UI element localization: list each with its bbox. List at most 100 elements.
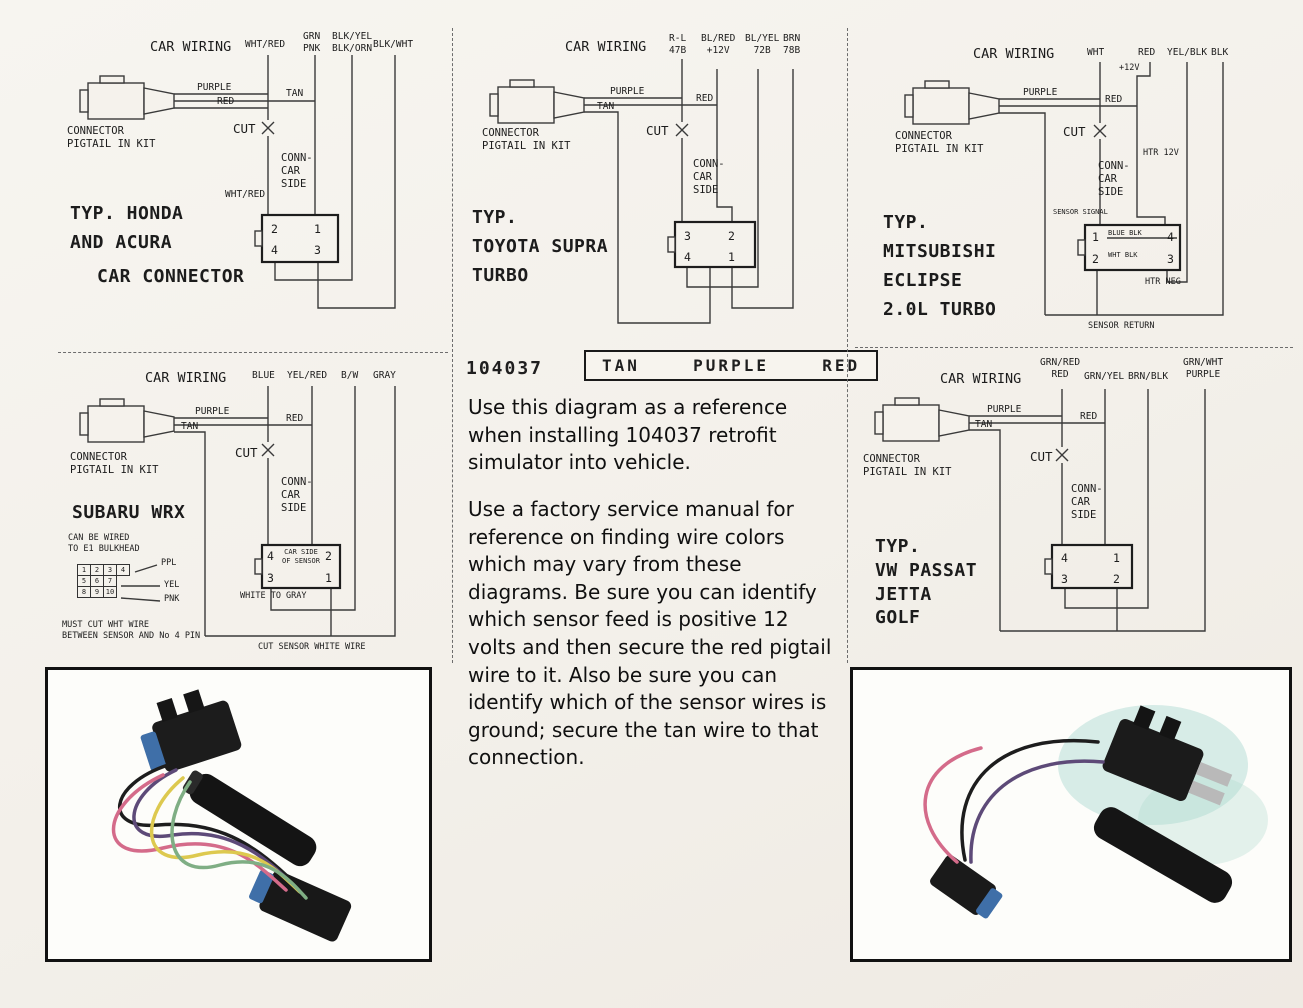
wire-label: WHT <box>1087 47 1105 58</box>
pin-caption: CAR SIDE OF SENSOR <box>282 548 320 565</box>
car-wiring-label: CAR WIRING <box>973 46 1055 62</box>
simulator-body <box>1093 807 1233 903</box>
tan-wire-label: TAN <box>286 88 304 99</box>
conn-side-label: CONN- CAR SIDE <box>1098 160 1130 199</box>
instruction-paragraph-2: Use a factory service manual for referen… <box>468 497 832 770</box>
pigtail-plug <box>930 855 1003 919</box>
diagram-subaru-wrx: CAR WIRING BLUE YEL/RED B/W GRAY PURPLE … <box>55 360 445 660</box>
harness-photo-left-frame <box>45 667 432 962</box>
car-wires <box>1000 389 1206 632</box>
grid-pin: 8 <box>77 586 91 598</box>
pin-number: 2 <box>728 229 735 243</box>
purple-wire-label: PURPLE <box>197 82 232 93</box>
wire-label: WHT/RED <box>245 39 286 50</box>
diagram-title: TYP. VW PASSAT JETTA GOLF <box>875 536 978 629</box>
pin-number: 2 <box>271 222 278 236</box>
pin-number: 3 <box>314 243 321 257</box>
wire-label: GRN PNK <box>303 31 321 54</box>
diagram-honda-acura: CAR WIRING WHT/RED GRN PNK BLK/YEL BLK/O… <box>55 25 445 350</box>
harness-wires <box>111 763 308 900</box>
pin-number: 1 <box>1092 230 1099 244</box>
pin-number: 3 <box>684 229 691 243</box>
pigtail-connector <box>489 79 585 124</box>
diagram-caption: CAR CONNECTOR <box>97 266 245 287</box>
tan-wire-label: TAN <box>975 419 993 430</box>
car-wires <box>681 59 794 309</box>
bulkhead-pin-grid: 1 2 3 4 5 6 7 8 9 10 <box>77 564 130 598</box>
wire-label: GRN/RED RED <box>1040 357 1081 380</box>
wire-label: BRN 78B <box>783 33 801 56</box>
car-wiring-label: CAR WIRING <box>150 39 232 55</box>
conn-side-label: CONN- CAR SIDE <box>281 152 313 191</box>
pin-number: 4 <box>1167 230 1174 244</box>
sensor-connector <box>140 689 242 772</box>
wire-label: RED <box>1138 47 1156 58</box>
pigtail-wires <box>584 97 717 324</box>
pin-number: 4 <box>267 549 274 563</box>
grid-pin: 4 <box>116 564 130 576</box>
tan-wire-label: TAN <box>597 101 615 112</box>
wire-label: R-L 47B <box>669 33 687 56</box>
sensor-return-label: SENSOR RETURN <box>1088 321 1155 331</box>
harness-photo-left <box>111 689 352 942</box>
wire-label: BL/RED +12V <box>701 33 736 56</box>
sensor-signal-label: SENSOR SIGNAL <box>1053 208 1108 216</box>
diagram-toyota-supra: CAR WIRING R-L 47B BL/RED +12V BL/YEL 72… <box>460 25 840 350</box>
pin-box-notch <box>1077 239 1086 256</box>
car-wiring-label: CAR WIRING <box>565 39 647 55</box>
pin-wire-label: BLUE BLK <box>1108 229 1142 237</box>
pigtail-label: CONNECTOR PIGTAIL IN KIT <box>482 127 571 153</box>
grid-pin: 10 <box>103 586 117 598</box>
wire-label: WHT/RED <box>225 189 266 200</box>
divider-horizontal-right <box>855 347 1293 348</box>
divider-horizontal-left <box>58 352 448 353</box>
wire-color-tag: TAN PURPLE RED <box>584 350 879 381</box>
red-wire-label: RED <box>1080 411 1098 422</box>
conn-side-label: CONN- CAR SIDE <box>281 476 313 515</box>
cut-x-icon <box>261 121 275 135</box>
pin-number: 1 <box>325 571 332 585</box>
conn-side-label: CONN- CAR SIDE <box>693 158 725 197</box>
cut-x-icon <box>1055 448 1069 462</box>
honda-wiring-svg <box>79 55 396 309</box>
harness-wires <box>923 739 1105 864</box>
harness-photo-right <box>923 705 1268 919</box>
cut-label: CUT <box>233 121 256 136</box>
pin-number: 2 <box>1092 252 1099 266</box>
red-wire-label: RED <box>217 96 235 107</box>
pin-number: 2 <box>1113 572 1120 586</box>
car-wires <box>205 386 396 637</box>
wire-label: BLK/YEL BLK/ORN <box>332 31 373 54</box>
purple-wire-label: PURPLE <box>610 86 645 97</box>
wire-label: YEL/RED <box>287 370 328 381</box>
car-wires <box>1045 62 1224 316</box>
car-wires <box>267 55 396 309</box>
red-wire-label: RED <box>1105 94 1123 105</box>
pin-number: 3 <box>1167 252 1174 266</box>
pin-wire-label: WHT BLK <box>1108 251 1138 259</box>
pin-number: 3 <box>267 571 274 585</box>
pigtail-wires <box>174 417 312 636</box>
instruction-paragraph-1: Use this diagram as a reference when ins… <box>468 395 788 475</box>
pnk-label: PNK <box>164 594 180 604</box>
yel-label: YEL <box>164 580 180 590</box>
pigtail-wires <box>969 415 1105 631</box>
conn-side-label: CONN- CAR SIDE <box>1071 483 1103 522</box>
wire-label: BRN/BLK <box>1128 371 1169 382</box>
mitsubishi-wiring-svg <box>904 62 1224 316</box>
wire-label: BLK/WHT <box>373 39 414 50</box>
pin-number: 2 <box>325 549 332 563</box>
pin-number: 1 <box>314 222 321 236</box>
pigtail-label: CONNECTOR PIGTAIL IN KIT <box>895 130 984 156</box>
divider-vertical-right <box>847 28 848 663</box>
bulkhead-note: CAN BE WIRED TO E1 BULKHEAD <box>68 533 140 554</box>
pin-number: 1 <box>1113 551 1120 565</box>
pigtail-label: CONNECTOR PIGTAIL IN KIT <box>67 125 156 151</box>
pigtail-connector <box>79 75 175 120</box>
diagram-mitsubishi-eclipse: CAR WIRING WHT RED YEL/BLK BLK +12V PURP… <box>855 30 1295 345</box>
diagram-vw: CAR WIRING GRN/RED RED GRN/YEL BRN/BLK G… <box>855 355 1295 655</box>
white-to-gray-label: WHITE TO GRAY <box>240 591 307 601</box>
tan-wire-label: TAN <box>181 421 199 432</box>
wire-label: GRN/WHT PURPLE <box>1183 357 1224 380</box>
